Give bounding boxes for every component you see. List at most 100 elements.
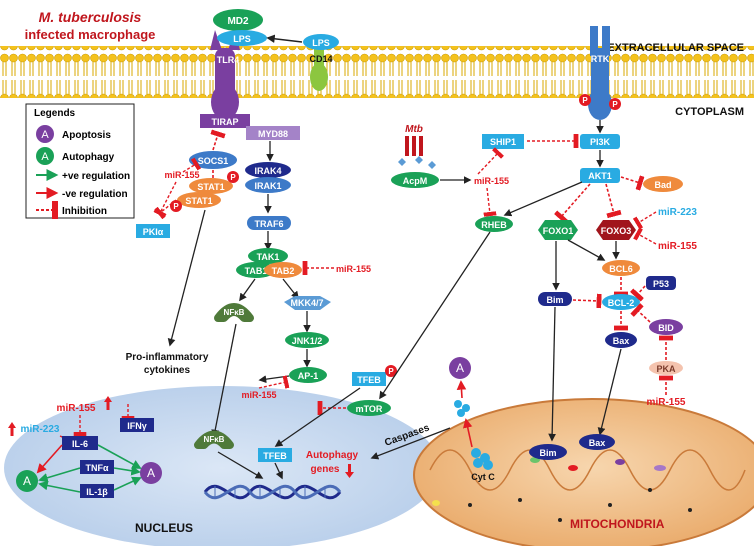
irak1-label: IRAK1 xyxy=(254,181,281,191)
nfkb-label-nucleus: NFκB xyxy=(204,435,225,444)
bax-node xyxy=(605,332,637,348)
arrow-down-autophagy xyxy=(345,464,354,478)
phospho-rtk-2 xyxy=(609,98,621,110)
bcl6-node xyxy=(602,260,640,276)
mir223-foxo3: miR-223 xyxy=(658,207,697,218)
phospho-stat1-b xyxy=(170,200,182,212)
mkk47-label: MKK4/7 xyxy=(290,298,323,308)
tak1-label: TAK1 xyxy=(257,252,280,262)
bim-mito-label: Bim xyxy=(539,448,556,458)
ap1-node xyxy=(289,367,327,383)
apoptosis-outcome xyxy=(140,462,162,484)
legend: Legends A Apoptosis A Autophagy +ve regu… xyxy=(25,103,135,219)
traf6-label: TRAF6 xyxy=(255,219,284,229)
mir155-tab2: miR-155 xyxy=(336,264,371,274)
p53-label: P53 xyxy=(653,279,669,289)
tab2-label: TAB2 xyxy=(272,266,295,276)
stat1-node-a xyxy=(189,178,233,194)
autophagy-genes-line2: genes xyxy=(311,464,340,475)
arrow-up-mir223 xyxy=(8,422,16,436)
legend-apoptosis-letter: A xyxy=(41,129,49,141)
akt1-node xyxy=(580,168,620,183)
rheb-node xyxy=(475,216,513,232)
pi3k-node xyxy=(580,134,620,149)
jnk12-label: JNK1/2 xyxy=(292,336,323,346)
stat1-label-b: STAT1 xyxy=(185,196,212,206)
stat1-label-a: STAT1 xyxy=(197,182,224,192)
bcl6-label: BCL6 xyxy=(609,264,633,274)
legend-title: Legends xyxy=(34,108,76,119)
socs1-label: SOCS1 xyxy=(198,156,229,166)
irak4-label: IRAK4 xyxy=(254,166,281,176)
mtb-bacteria-icon xyxy=(398,136,436,169)
bid-label: BID xyxy=(658,323,674,333)
acpm-node xyxy=(391,172,439,188)
mir155-ap1: miR-155 xyxy=(241,390,276,400)
ifng-node xyxy=(120,418,154,432)
phospho-tfeb xyxy=(385,365,397,377)
traf6-node xyxy=(247,216,291,230)
bax-mito-label: Bax xyxy=(589,438,606,448)
legend-autophagy: Autophagy xyxy=(62,152,115,163)
lps-label-2: LPS xyxy=(312,38,330,48)
rtk-label: RTK xyxy=(591,54,610,64)
cd14-label: CD14 xyxy=(309,54,332,64)
myd88-node xyxy=(246,126,300,140)
il1b-label: IL-1β xyxy=(86,487,108,497)
ship1-node xyxy=(482,134,524,149)
bax-mito-node xyxy=(579,434,615,450)
legend-apoptosis: Apoptosis xyxy=(62,130,111,141)
apoptosis-top xyxy=(449,357,471,379)
mir155-acpm: miR-155 xyxy=(474,176,509,186)
foxo1-node xyxy=(538,220,578,240)
bcl2-label: BCL-2 xyxy=(608,298,635,308)
pka-node xyxy=(649,361,683,375)
apoptosis-outcome-letter: A xyxy=(147,466,155,480)
legend-autophagy-letter: A xyxy=(41,151,49,163)
tak1-node xyxy=(248,248,288,264)
tfeb-label-cytoplasm: TFEB xyxy=(357,375,381,385)
cytc-label: Cyt C xyxy=(471,472,495,482)
title-line1: M. tuberculosis xyxy=(39,9,142,25)
phospho-label-tfeb: P xyxy=(388,367,394,376)
ifng-label: IFNγ xyxy=(127,421,147,431)
nucleus xyxy=(4,386,440,546)
region-cytoplasm: CYTOPLASM xyxy=(675,106,744,118)
akt1-label: AKT1 xyxy=(588,171,612,181)
bad-node xyxy=(643,176,683,192)
rheb-label: RHEB xyxy=(481,220,507,230)
nfkb-node-cytoplasm xyxy=(214,303,254,322)
proinflammatory-line2: cytokines xyxy=(144,365,191,376)
pi3k-label: PI3K xyxy=(590,137,611,147)
md2-node xyxy=(213,9,263,31)
md2-label: MD2 xyxy=(227,16,249,27)
mir155-pka: miR-155 xyxy=(647,397,686,408)
il6-label: IL-6 xyxy=(72,439,88,449)
autophagy-outcome xyxy=(16,470,38,492)
phospho-rtk-1 xyxy=(579,94,591,106)
region-extracellular: EXTRACELLULAR SPACE xyxy=(607,42,744,54)
autophagy-genes-line1: Autophagy xyxy=(306,450,359,461)
foxo3-label: FOXO3 xyxy=(601,226,632,236)
tab1-label: TAB1 xyxy=(245,266,268,276)
arrow-up-mir155 xyxy=(104,396,112,410)
tlr4-label: TLR4 xyxy=(217,55,240,65)
myd88-label: MYD88 xyxy=(258,129,288,139)
tab1-node xyxy=(236,262,276,278)
phospho-label-rtk1: P xyxy=(582,96,588,105)
bax-label: Bax xyxy=(613,336,630,346)
tnfa-node xyxy=(80,460,114,474)
tfeb-label-nucleus: TFEB xyxy=(263,451,287,461)
mtb-label: Mtb xyxy=(405,124,423,135)
foxo1-label: FOXO1 xyxy=(543,226,574,236)
mitochondria xyxy=(413,398,754,546)
tirap-node xyxy=(200,114,250,128)
mir155-socs1: miR-155 xyxy=(164,170,199,180)
proinflammatory-line1: Pro-inflammatory xyxy=(126,352,209,363)
nfkb-node-nucleus xyxy=(194,430,234,449)
title-line2: infected macrophage xyxy=(25,27,156,42)
mkk47-node xyxy=(284,296,331,310)
lps-node-2 xyxy=(303,34,339,50)
foxo3-node xyxy=(596,220,636,240)
irak4-node xyxy=(245,162,291,178)
